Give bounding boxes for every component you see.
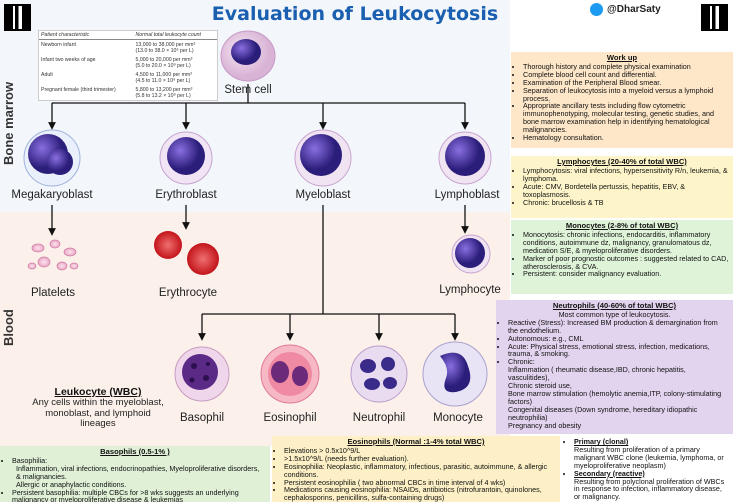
table-cell: Infant two weeks of age [41, 56, 96, 63]
handle-text: @DharSaty [607, 4, 661, 15]
list-item: Appropriate ancillary tests including fl… [523, 102, 729, 134]
list-item: Elevations > 0.5x10^9/L [284, 447, 556, 455]
list-item: Acute: CMV, Bordetella pertussis, hepati… [523, 182, 729, 199]
list-item: Acute: Physical stress, emotional stress… [508, 342, 729, 359]
list-item: Medications causing eosinophilia: NSAIDs… [284, 486, 556, 502]
list-item: Persistent eosinophilia ( two abnormal C… [284, 478, 556, 487]
table-cell: Newborn infant [41, 41, 76, 48]
list-item: Examination of the Peripheral Blood smea… [523, 78, 729, 87]
primary-title: Primary (clonal) [574, 438, 729, 446]
list-item: Chronic: brucellosis & TB [523, 198, 729, 207]
author-handle[interactable]: @DharSaty [590, 3, 661, 16]
table-row: Infant two weeks of age 5,000 to 20,000 … [39, 55, 217, 70]
list-item: >1.5x10^9/L (needs further evaluation). [284, 454, 556, 463]
monocytes-title: Monocytes (2-8% of total WBC) [565, 221, 679, 230]
chronic-line: Inflammation ( rheumatic disease,IBD, ch… [508, 365, 686, 383]
list-item: Autonomous: e.g., CML [508, 334, 729, 343]
table-cell: Adult [41, 71, 53, 78]
table-row: Adult 4,500 to 11,000 per mm³(4.5 to 11.… [39, 70, 217, 85]
table-header: Normal total leukocyte count [133, 31, 217, 40]
lymphoblast-label: Lymphoblast [434, 189, 500, 201]
eosinophils-panel: Eosinophils (Normal :1-4% total WBC) Ele… [272, 436, 560, 502]
table-row: Pregnant female (third trimester) 5,800 … [39, 85, 217, 100]
erythrocyte-label: Erythrocyte [158, 287, 218, 299]
myeloblast-cell [294, 129, 352, 187]
list-item: Marker of poor prognostic outcomes : sug… [523, 254, 729, 271]
list-item: Monocytosis: chronic infections, endocar… [523, 231, 729, 255]
list-item: Persistent basophilia: multiple CBCs for… [12, 488, 266, 502]
basophils-subline: Inflammation, viral infections, endocrin… [16, 463, 260, 481]
eosinophils-title: Eosinophils (Normal :1-4% total WBC) [347, 437, 485, 446]
qr-code-icon [4, 4, 31, 31]
erythrocyte-cells [154, 231, 219, 275]
table-cell: 5,000 to 20,000 per mm³(5.0 to 20.0 × 10… [135, 56, 193, 69]
neutrophil-label: Neutrophil [352, 412, 406, 424]
monocyte-cell [422, 341, 488, 407]
table-header: Patient characteristic [39, 31, 134, 40]
basophil-cell [174, 346, 230, 402]
neutrophils-subtitle: Most common type of leukocytosis. [558, 309, 671, 319]
neutrophils-panel: Neutrophils (40-60% of total WBC) Most c… [496, 300, 733, 434]
twitter-bird-icon [590, 3, 603, 16]
list-item: Lymphocytosis: viral infections, hyperse… [523, 167, 729, 183]
table-cell: Pregnant female (third trimester) [41, 86, 116, 93]
lymphocyte-cell [451, 234, 491, 274]
chronic-line: Pregnancy and obesity [508, 420, 582, 430]
list-item: Hematology consultation. [523, 134, 729, 142]
table-row: Newborn infant 13,000 to 38,000 per mm³(… [39, 40, 217, 56]
leukocyte-title: Leukocyte (WBC) [54, 386, 142, 398]
blood-region [0, 212, 510, 446]
chronic-line: Congenital diseases (Down syndrome, here… [508, 404, 698, 422]
platelets-cells [27, 239, 79, 271]
erythroblast-label: Erythroblast [155, 189, 217, 201]
qr-code-icon [701, 4, 728, 31]
workup-title: Work up [606, 53, 638, 62]
workup-panel: Work up Thorough history and complete ph… [511, 52, 733, 148]
lymphocyte-label: Lymphocyte [439, 284, 501, 296]
hematopoiesis-diagram [23, 30, 492, 407]
lymphocytes-title: Lymphocytes (20-40% of total WBC) [557, 157, 687, 166]
leukocyte-text: Any cells within the myeloblast, monobla… [32, 397, 164, 429]
monocytes-panel: Monocytes (2-8% of total WBC) Monocytosi… [511, 220, 733, 294]
secondary-title: Secondary (reactive) [574, 469, 729, 478]
list-item: Eosinophilia: Neoplastic, inflammatory, … [284, 462, 556, 479]
table-cell: 5,800 to 13,200 per mm³(5.8 to 13.2 × 10… [135, 86, 193, 99]
chronic-line: Bone marrow stimulation (hemolytic anemi… [508, 388, 722, 406]
stem-cell [220, 30, 276, 82]
myeloblast-label: Myeloblast [295, 189, 351, 201]
leukocyte-definition: Leukocyte (WBC) Any cells within the mye… [28, 386, 168, 430]
reference-table: Patient characteristic Normal total leuk… [38, 30, 218, 101]
primary-text: Resulting from proliferation of a primar… [574, 444, 724, 470]
page-title: Evaluation of Leukocytosis [211, 3, 499, 25]
erythroblast-cell [159, 131, 213, 185]
primary-secondary-panel: Primary (clonal) Resulting from prolifer… [562, 436, 733, 502]
list-item: Thorough history and complete physical e… [523, 63, 729, 71]
table-cell: 4,500 to 11,000 per mm³(4.5 to 11.0 × 10… [135, 71, 192, 84]
eosinophil-label: Eosinophil [263, 412, 317, 424]
list-item: Complete blood cell count and differenti… [523, 70, 729, 79]
megakaryoblast-cell [23, 129, 81, 187]
list-item: Reactive (Stress): Increased BM producti… [508, 318, 729, 335]
list-item: Separation of leukocytosis into a myeloi… [523, 86, 729, 103]
arrows-stem [48, 84, 469, 341]
neutrophils-title: Neutrophils (40-60% of total WBC) [552, 301, 677, 310]
eosinophil-cell [260, 344, 320, 404]
secondary-text: Resulting from polyclonal proliferation … [574, 476, 725, 502]
chronic-line: Chronic steroid use, [508, 381, 572, 391]
basophils-title: Basophils (0.5-1% ) [100, 447, 170, 456]
table-cell: 13,000 to 38,000 per mm³(13.0 to 38.0 × … [135, 41, 196, 54]
megakaryoblast-label: Megakaryoblast [11, 189, 93, 201]
platelets-label: Platelets [30, 287, 76, 299]
list-item: Chronic: [508, 358, 729, 366]
basophil-label: Basophil [179, 412, 225, 424]
monocyte-label: Monocyte [433, 412, 483, 424]
basophils-subline: Allergic or anaphylactic conditions. [16, 479, 127, 489]
lymphoblast-cell [438, 131, 492, 185]
list-item: Basophilia: [12, 457, 266, 465]
basophils-panel: Basophils (0.5-1% ) Basophilia: Inflamma… [0, 446, 270, 502]
stem-cell-label: Stem cell [224, 84, 272, 96]
list-item: Persistent: consider malignancy evaluati… [523, 270, 729, 278]
neutrophil-cell [350, 345, 408, 403]
lymphocytes-panel: Lymphocytes (20-40% of total WBC) Lympho… [511, 156, 733, 218]
